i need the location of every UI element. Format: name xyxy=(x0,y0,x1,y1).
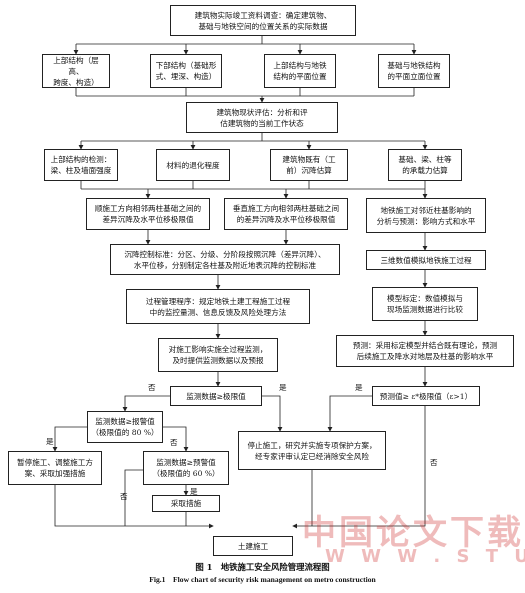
node-material-degradation: 材料的退化程度 xyxy=(156,149,230,181)
label-yes: 是 xyxy=(46,437,54,446)
node-process-management: 过程管理程序：规定地铁土建工程施工过程 中的监控量测、信息反馈及风险处理方法 xyxy=(126,289,310,324)
decision-prediction-exceeded: 预测值≥ ε*极限值（ε>1） xyxy=(372,386,480,406)
label-yes: 是 xyxy=(190,487,198,496)
node-3d-simulation: 三维数值模拟地铁施工过程 xyxy=(366,250,486,270)
watermark-url: W W W . S T U D A xyxy=(325,546,525,567)
node-settlement-control-standard: 沉降控制标准：分区、分级、分阶段按照沉降（差异沉降）、 水平位移，分别制定各柱基… xyxy=(110,244,340,275)
node-stop-construction: 停止施工，研究并实施专项保护方案， 经专家评审认定已经消除安全风险 xyxy=(238,431,386,470)
node-elevation-position: 基础与地铁结构 的平面立面位置 xyxy=(378,54,450,88)
figure-caption-english: Fig.1 Flow chart of security risk manage… xyxy=(149,575,376,584)
node-full-monitoring: 对施工影响实施全过程监测， 及时提供监测数据以及预报 xyxy=(158,338,278,372)
label-yes: 是 xyxy=(279,383,287,392)
node-plan-position: 上部结构与地铁 结构的平面位置 xyxy=(264,54,336,88)
figure-caption-chinese: 图 1 地铁施工安全风险管理流程图 xyxy=(195,562,330,572)
node-transverse-limit: 垂直施工方向相邻两柱基础之间 的差异沉降及水平位移极限值 xyxy=(224,198,348,230)
node-bearing-capacity: 基础、梁、柱等 的承载力估算 xyxy=(388,149,462,181)
decision-alarm-value: 监测数据≥报警值 （极限值的 80 %） xyxy=(87,411,163,443)
label-no: 否 xyxy=(430,458,438,467)
node-model-calibration: 模型标定：数值模拟与 现场监测数据进行比较 xyxy=(372,287,478,321)
node-civil-construction: 土建施工 xyxy=(213,536,293,556)
node-superstructure: 上部结构（层高、 跨度、构造） xyxy=(42,54,110,88)
decision-limit-exceeded: 监测数据≥极限值 xyxy=(170,386,262,406)
label-yes: 是 xyxy=(355,383,363,392)
label-no: 否 xyxy=(148,383,156,392)
node-longitudinal-limit: 顺施工方向相邻两柱基础之间的 差异沉降及水平位移极限值 xyxy=(86,198,210,230)
node-building-survey: 建筑物实际竣工资料调查：确定建筑物、 基础与地铁空间的位置关系的实际数据 xyxy=(170,5,356,36)
node-status-assessment: 建筑物现状评估：分析和评 估建筑物的当前工作状态 xyxy=(186,102,338,133)
label-no: 否 xyxy=(120,492,128,501)
node-existing-settlement: 建筑物既有（工 前）沉降估算 xyxy=(270,149,348,181)
node-prediction: 预测：采用标定模型并结合既有理论，预测 后续施工及降水对地层及柱基的影响水平 xyxy=(336,335,514,367)
node-structure-inspection: 上部结构的检测： 梁、柱及墙面强度 xyxy=(44,149,118,181)
watermark-chinese: 中国论文下载 xyxy=(302,513,524,553)
node-take-measures: 采取措施 xyxy=(152,495,220,512)
decision-warning-value: 监测数据≥预警值 （极限值的 60 %） xyxy=(143,451,229,485)
node-impact-prediction: 地铁施工对邻近柱基影响的 分析与预测：影响方式和水平 xyxy=(366,198,486,233)
label-no: 否 xyxy=(170,438,178,447)
node-pause-construction: 暂停施工、调整施工方 案、采取加强措施 xyxy=(8,451,102,485)
node-substructure: 下部结构（基础形 式、埋深、构造） xyxy=(150,54,222,88)
